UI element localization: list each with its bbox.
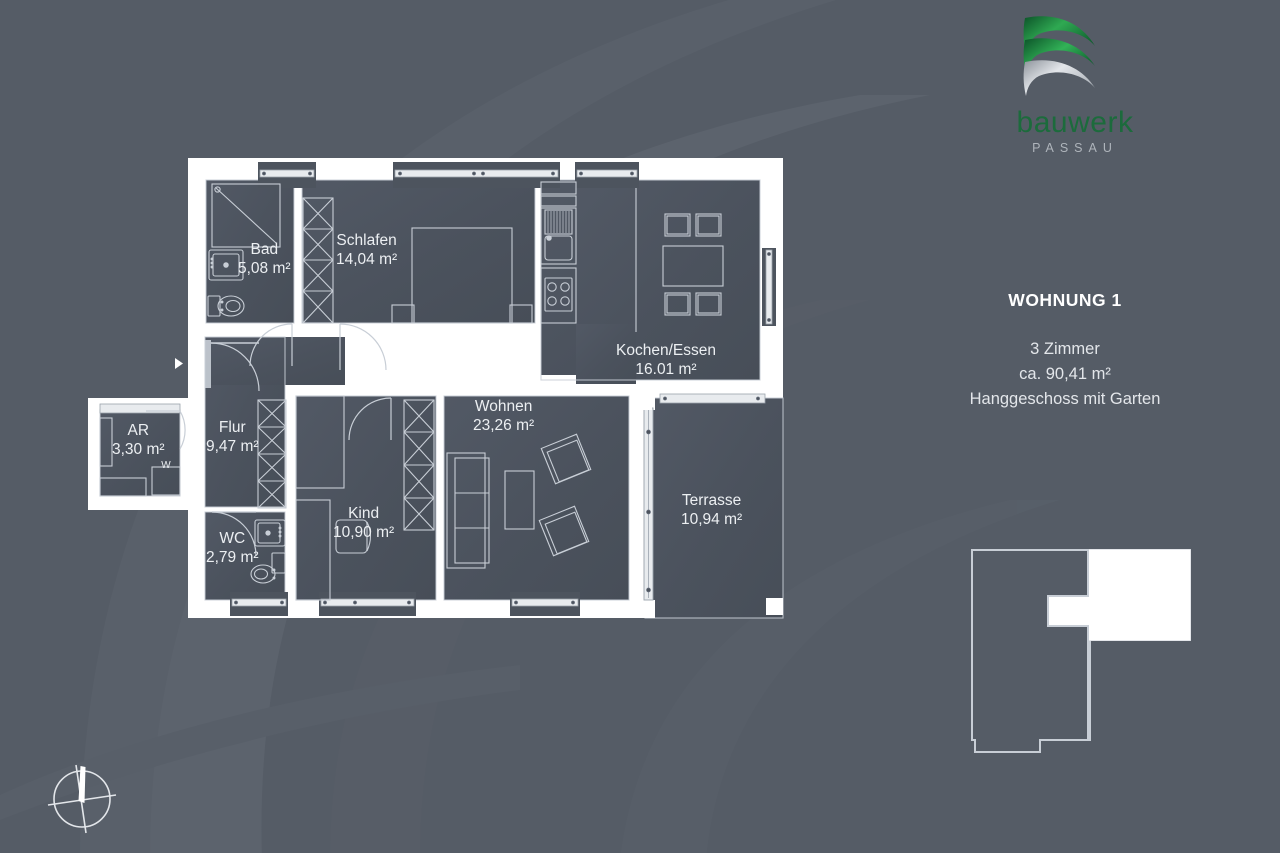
compass-rose: [47, 764, 117, 834]
room-name: Kind: [348, 505, 380, 522]
room-name: Terrasse: [681, 492, 742, 509]
logo-swoosh-icon: [1023, 16, 1095, 96]
room-label-kind: Kind 10,90 m²: [333, 504, 394, 542]
window-bottom-3: [510, 592, 580, 616]
unit-area: ca. 90,41 m²: [1019, 365, 1111, 383]
room-area: 3,30 m²: [112, 441, 165, 458]
entrance-door: [205, 340, 260, 392]
key-map-wing-outline: [971, 549, 1089, 753]
bed-kind: [295, 395, 345, 601]
window-top-2: [393, 162, 560, 188]
room-area: 9,47 m²: [206, 438, 259, 455]
room-label-flur: Flur 9,47 m²: [206, 418, 259, 456]
sofa-wohnen: [446, 452, 490, 569]
room-name: Bad: [250, 241, 279, 258]
window-group-top: [258, 162, 639, 188]
room-label-ar: AR 3,30 m²: [112, 421, 165, 459]
wc-sink: [254, 519, 286, 547]
room-area: 5,08 m²: [238, 260, 291, 277]
window-bottom-2: [319, 592, 416, 616]
room-label-wohnen: Wohnen 23,26 m²: [473, 397, 534, 435]
brand-logo: bauwerk PASSAU: [985, 8, 1165, 158]
unit-info-panel: WOHNUNG 1 3 Zimmer ca. 90,41 m² Hanggesc…: [905, 290, 1225, 412]
room-area: 10,90 m²: [333, 524, 395, 541]
unit-rooms: 3 Zimmer: [1030, 340, 1100, 358]
door-schlafen: [339, 323, 387, 371]
bath-shower: [211, 183, 281, 248]
room-area: 10,94 m²: [681, 511, 743, 528]
room-label-terrasse: Terrasse 10,94 m²: [681, 491, 742, 529]
armchair-wohnen-2: [538, 505, 590, 557]
room-name: Schlafen: [336, 232, 397, 249]
room-label-schlafen: Schlafen 14,04 m²: [336, 231, 397, 269]
room-label-bad: Bad 5,08 m²: [238, 240, 291, 278]
wc-toilet: [250, 552, 286, 584]
window-right-kochen: [762, 248, 776, 326]
ar-furniture: [99, 417, 181, 497]
wardrobe-flur: [257, 399, 287, 509]
wall-posts: [632, 390, 652, 410]
door-ar: [146, 410, 186, 450]
room-name: Flur: [218, 419, 246, 436]
door-wc: [211, 511, 257, 557]
room-area: 23,26 m²: [473, 417, 535, 434]
terrace-corner-post-br: [766, 598, 783, 615]
window-bottom-1: [230, 592, 288, 616]
room-name: AR: [127, 422, 150, 439]
chair-kind: [335, 519, 372, 554]
coffee-table-wohnen: [504, 470, 535, 530]
window-ar: [99, 403, 181, 414]
kitchen-counter: [540, 181, 577, 324]
dining-set: [662, 213, 724, 316]
bath-toilet: [207, 295, 245, 317]
logo-wordmark: bauwerk: [1016, 106, 1134, 139]
bath-sink: [208, 249, 244, 281]
page-title: WOHNUNG 1: [1008, 290, 1122, 310]
window-top-3: [575, 162, 639, 188]
entrance-arrow-icon: [175, 358, 183, 369]
room-name: Wohnen: [474, 398, 533, 415]
room-name: Kochen/Essen: [616, 342, 716, 359]
room-name: WC: [219, 530, 246, 547]
logo-subtitle: PASSAU: [1032, 141, 1118, 155]
room-area: 16.01 m²: [635, 361, 697, 378]
window-group-bottom: [230, 592, 580, 616]
armchair-wohnen-1: [540, 433, 592, 485]
door-bad: [249, 323, 293, 367]
washer-label: W: [161, 460, 171, 471]
room-area: 14,04 m²: [336, 251, 398, 268]
wardrobe-schlafen: [302, 197, 334, 324]
bed-schlafen: [391, 227, 533, 324]
unit-floor: Hanggeschoss mit Garten: [969, 390, 1161, 408]
room-label-kochen: Kochen/Essen 16.01 m²: [616, 341, 716, 379]
wardrobe-kind: [403, 399, 435, 531]
door-kind: [348, 397, 392, 441]
key-map: [971, 549, 1191, 753]
terrace-top-window: [659, 393, 766, 404]
kitchen-stove-icon: [544, 277, 573, 312]
kitchen-sink-icon: [544, 209, 573, 261]
room-area: 2,79 m²: [206, 549, 259, 566]
room-label-wc: WC 2,79 m²: [206, 529, 259, 567]
